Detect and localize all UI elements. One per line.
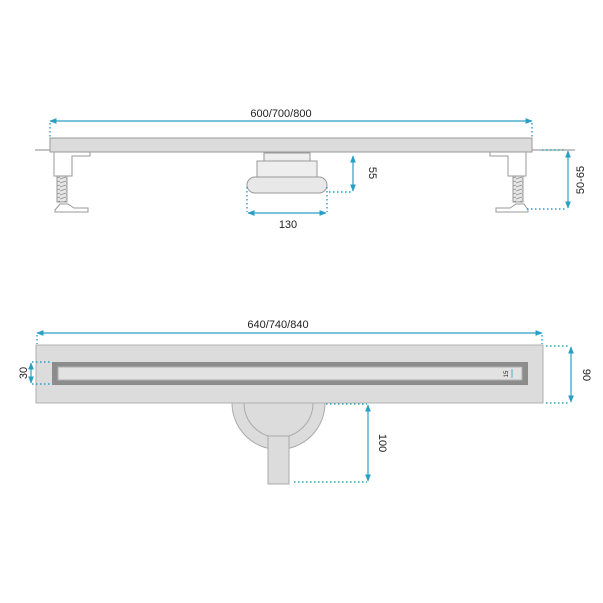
height-label: 50-65 xyxy=(575,166,587,194)
dimension-outlet-width: 130 xyxy=(246,187,328,231)
dimension-height-side: 50-65 xyxy=(527,149,587,210)
side-length-label: 600/700/800 xyxy=(250,108,311,120)
dimension-grate-width: 30 xyxy=(18,361,52,385)
dimension-body-width: 90 xyxy=(546,345,592,404)
side-view: 600/700/800 50-65 55 130 xyxy=(35,108,587,231)
slot-width-label: 15 xyxy=(504,370,510,377)
right-adjustable-foot xyxy=(489,151,529,213)
grate-width-label: 30 xyxy=(18,367,30,379)
dimension-length-side: 600/700/800 xyxy=(49,108,533,137)
drain-channel xyxy=(49,137,533,153)
outlet-width-label: 130 xyxy=(279,219,297,231)
outlet-bowl xyxy=(231,402,326,485)
outlet-depth-label: 100 xyxy=(376,434,388,452)
dimension-length-top: 640/740/840 xyxy=(36,319,543,344)
top-view: 640/740/840 30 15 90 100 xyxy=(18,319,592,485)
outlet-height-label: 55 xyxy=(366,167,378,179)
grate-slot xyxy=(57,366,523,381)
body-width-label: 90 xyxy=(580,369,592,381)
left-adjustable-foot xyxy=(53,151,91,213)
dimension-outlet-height: 55 xyxy=(329,155,378,193)
outlet-pipe xyxy=(267,435,290,485)
dimension-slot-width: 15 xyxy=(504,369,513,378)
top-length-label: 640/740/840 xyxy=(247,319,308,331)
outlet-siphon xyxy=(246,152,328,194)
dimension-outlet-depth: 100 xyxy=(294,403,388,483)
